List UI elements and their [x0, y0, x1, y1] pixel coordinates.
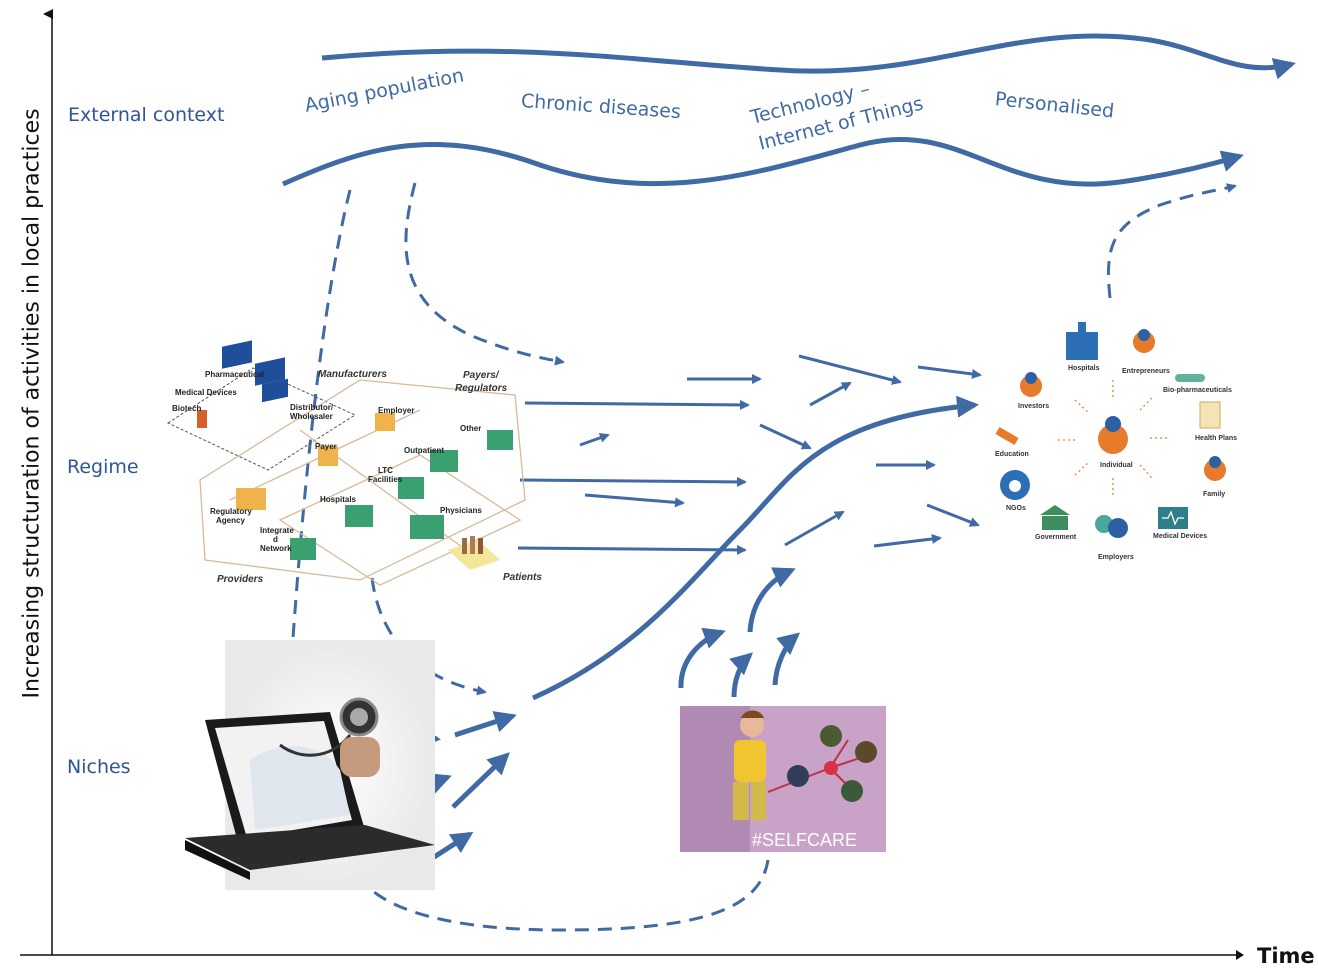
regime-flow-arrows: [517, 354, 982, 555]
svg-text:Other: Other: [460, 424, 481, 433]
svg-text:Regulatory: Regulatory: [210, 507, 252, 516]
svg-text:NGOs: NGOs: [1006, 505, 1026, 512]
svg-text:Individual: Individual: [1100, 462, 1133, 469]
regime-network-illustration: Pharmaceutical Medical Devices Biotech D…: [166, 340, 542, 586]
svg-text:Family: Family: [1203, 491, 1225, 498]
selfcare-image: #SELFCARE: [680, 706, 886, 852]
context-to-niche-dashed-arrow: [283, 189, 352, 714]
main-trajectory-arrow: [531, 395, 979, 701]
telemedicine-laptop-image: [185, 640, 435, 890]
level-label-niches: Niches: [67, 756, 131, 778]
context-wave-top: [321, 33, 1296, 80]
svg-text:Wholesaler: Wholesaler: [290, 412, 333, 421]
x-axis-arrowhead: [1236, 950, 1244, 960]
context-exit-dashed-arrow: [1106, 183, 1237, 299]
selfcare-hashtag: #SELFCARE: [752, 830, 857, 850]
svg-text:Entrepreneurs: Entrepreneurs: [1122, 368, 1170, 375]
stakeholder-map: Individual Hospitals Entrepreneurs Bio-p…: [995, 322, 1237, 561]
svg-text:Payers/: Payers/: [463, 370, 500, 381]
svg-text:Regulators: Regulators: [455, 383, 508, 394]
svg-text:Employer: Employer: [378, 406, 414, 415]
svg-text:Employers: Employers: [1098, 554, 1134, 561]
selfcare-feedback-dashed-arrow: [360, 859, 770, 932]
svg-text:Manufacturers: Manufacturers: [318, 369, 387, 380]
context-to-regime-dashed-arrow: [404, 182, 565, 366]
y-axis-label: Increasing structuration of activities i…: [19, 108, 45, 699]
context-wave-bottom: [281, 136, 1244, 187]
svg-text:Pharmaceutical: Pharmaceutical: [205, 370, 264, 379]
svg-text:Health Plans: Health Plans: [1195, 435, 1237, 442]
svg-text:d: d: [273, 535, 278, 544]
svg-text:Hospitals: Hospitals: [1068, 365, 1100, 372]
svg-text:Bio-pharmaceuticals: Bio-pharmaceuticals: [1163, 387, 1232, 394]
svg-text:Distributor/: Distributor/: [290, 403, 334, 412]
level-label-external: External context: [68, 104, 225, 126]
svg-text:Government: Government: [1035, 534, 1077, 541]
svg-text:Network: Network: [260, 544, 292, 553]
svg-text:Agency: Agency: [216, 516, 245, 525]
svg-text:LTC: LTC: [378, 466, 393, 475]
svg-text:Medical Devices: Medical Devices: [175, 388, 237, 397]
svg-text:Payer: Payer: [315, 442, 337, 451]
regime-to-niche-dashed-arrow: [370, 577, 487, 696]
svg-text:Education: Education: [995, 451, 1029, 458]
svg-text:Hospitals: Hospitals: [320, 495, 357, 504]
svg-text:Physicians: Physicians: [440, 506, 482, 515]
svg-text:Medical Devices: Medical Devices: [1153, 533, 1207, 540]
svg-text:Integrate: Integrate: [260, 526, 294, 535]
svg-text:Investors: Investors: [1018, 403, 1049, 410]
x-axis-label: Time: [1257, 944, 1315, 968]
svg-text:Facilities: Facilities: [368, 475, 403, 484]
svg-text:Outpatient: Outpatient: [404, 446, 444, 455]
svg-text:Patients: Patients: [503, 572, 542, 583]
svg-text:Providers: Providers: [217, 574, 264, 585]
level-label-regime: Regime: [67, 456, 139, 478]
svg-text:Biotech: Biotech: [172, 404, 201, 413]
